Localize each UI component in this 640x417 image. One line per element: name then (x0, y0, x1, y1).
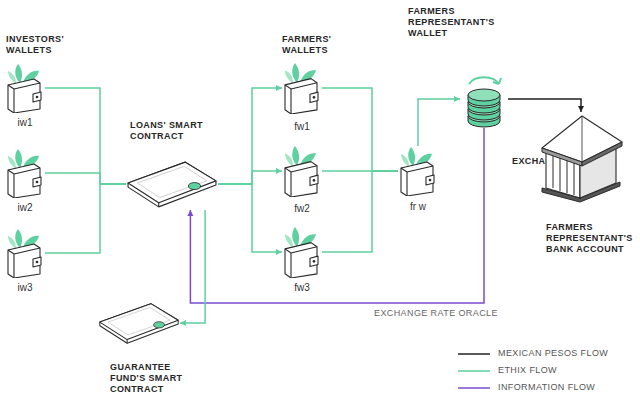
flow-connector (45, 173, 126, 184)
wallet-icon (5, 228, 45, 278)
flow-connector (218, 184, 282, 255)
flow-connector (508, 99, 584, 112)
connector-line (190, 128, 484, 303)
wallet-icon (282, 145, 322, 197)
flow-node: LOANS' SMART CONTRACT (126, 120, 218, 210)
flow-connector (180, 210, 205, 326)
wallet-icon-shape (285, 146, 318, 197)
bank-label: FARMERS REPRESENTANT'S BANK ACCOUNT (546, 222, 638, 255)
legend-line (458, 353, 490, 355)
wallet-id: fr w (394, 201, 442, 213)
wallet-id: iw3 (1, 282, 49, 294)
exchange-coins-icon (460, 70, 508, 128)
legend-line (458, 387, 490, 389)
wallet-id: fw1 (278, 121, 326, 133)
connector-line (180, 210, 205, 323)
legend-line (458, 370, 490, 372)
arrowhead (276, 85, 282, 91)
arrowhead (180, 320, 186, 326)
connector-line (45, 88, 126, 184)
flow-node: fw2 (278, 145, 326, 215)
bank-icon-shape (542, 116, 622, 202)
flow-connector (187, 128, 484, 303)
edge-label: EXCHANGE RATE ORACLE (372, 308, 500, 319)
arrowhead (276, 249, 282, 255)
wallet-icon (282, 226, 322, 278)
flow-connector (218, 168, 282, 184)
wallet-icon-shape (8, 229, 41, 278)
legend-item: MEXICAN PESOS FLOW (458, 348, 608, 359)
wallet-icon (5, 148, 45, 198)
flow-connector (45, 88, 126, 184)
contract-label: LOANS' SMART CONTRACT (130, 120, 212, 142)
group-heading: INVESTORS' WALLETS (6, 34, 86, 56)
flow-connector (45, 184, 126, 253)
wallet-icon (398, 146, 438, 196)
connector-line (218, 184, 282, 252)
flow-connector (418, 96, 460, 146)
wallet-icon-shape (8, 64, 41, 113)
smart-contract-icon (98, 300, 180, 346)
wallet-icon-shape (401, 147, 434, 196)
wallet-id: fw3 (278, 282, 326, 294)
flow-node: fr w (394, 146, 442, 213)
arrowhead (276, 168, 282, 174)
flow-node: fw1 (278, 62, 326, 133)
arrowhead (454, 96, 460, 102)
connector-line (45, 184, 126, 253)
wallet-icon (5, 63, 45, 113)
flow-node: iw1 (1, 63, 49, 129)
flow-node: FARMERS REPRESENTANT'S BANK ACCOUNT (538, 112, 638, 255)
legend-text: ETHIX FLOW (498, 365, 557, 376)
smart-contract-icon (126, 158, 218, 210)
legend-line-sample (458, 366, 490, 376)
smart-contract-icon-shape (100, 304, 178, 344)
arrowhead (578, 106, 584, 112)
legend-item: INFORMATION FLOW (458, 382, 595, 393)
flow-node: iw2 (1, 148, 49, 214)
wallet-icon (282, 62, 322, 114)
contract-label: GUARANTEE FUND'S SMART CONTRACT (110, 362, 202, 395)
flow-node: iw3 (1, 228, 49, 294)
group-heading: FARMERS' WALLETS (282, 34, 362, 56)
connector-line (508, 99, 581, 112)
legend-item: ETHIX FLOW (458, 365, 557, 376)
wallet-id: iw2 (1, 202, 49, 214)
connector-line (322, 88, 398, 171)
group-heading: FARMERS REPRESENTANT'S WALLET (408, 6, 504, 39)
legend-line-sample (458, 349, 490, 359)
connector-line (218, 88, 282, 184)
connector-line (322, 171, 398, 252)
flow-connector (322, 171, 398, 252)
flow-connector (218, 85, 282, 184)
wallet-icon-shape (285, 227, 318, 278)
wallet-icon-shape (285, 63, 318, 114)
flow-node: fw3 (278, 226, 326, 294)
wallet-id: fw2 (278, 203, 326, 215)
legend-line-sample (458, 383, 490, 393)
legend-text: INFORMATION FLOW (498, 382, 595, 393)
flow-connector (322, 88, 398, 171)
connector-line (418, 99, 460, 146)
connector-line (45, 173, 126, 184)
bank-icon (538, 112, 624, 204)
smart-contract-icon-shape (128, 162, 216, 207)
flow-node: GUARANTEE FUND'S SMART CONTRACT (98, 300, 202, 395)
arrowhead (187, 210, 193, 216)
connector-line (218, 171, 282, 184)
legend-text: MEXICAN PESOS FLOW (498, 348, 608, 359)
wallet-id: iw1 (1, 117, 49, 129)
wallet-icon-shape (8, 149, 41, 198)
exchange-coins-icon-shape (468, 77, 501, 127)
